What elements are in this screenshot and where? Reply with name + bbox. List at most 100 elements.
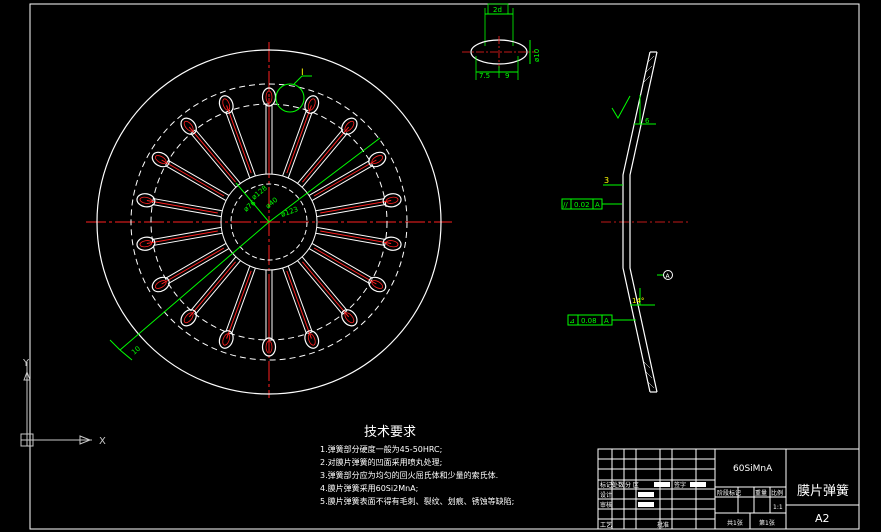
slot-edge (230, 109, 256, 177)
slot-edge (308, 159, 370, 196)
slot-ellipse-inner (139, 196, 153, 204)
tb-label-mark: 标记处数 (600, 481, 624, 489)
slot-edge (301, 133, 348, 188)
notes-item-2: 2.对膜片弹簧的凹面采用喷丸处理; (320, 457, 442, 467)
dim-line-1 (268, 137, 381, 223)
slot-center-line (226, 270, 252, 339)
slot-edge (195, 129, 241, 184)
slot-edge (297, 260, 343, 315)
dim-dia-123: ø123 (280, 205, 299, 219)
ucs-icon (20, 362, 92, 447)
dim-dia-128: ø128 (250, 184, 269, 201)
slot-center-line (146, 230, 218, 245)
detail-leader (293, 75, 303, 85)
slot-ellipse (368, 276, 387, 293)
tb-label-audit: 审核 (600, 501, 612, 509)
tb-label-ratio: 比例 (771, 489, 783, 497)
detail-height: ø10 (533, 49, 541, 62)
slot-edge (301, 256, 348, 311)
notes-item-4: 4.膜片弹簧采用60Si2MnA; (320, 483, 418, 493)
tolerance-frame-bottom: ⊿ 0.08 A (567, 314, 636, 326)
slot-edge (311, 165, 373, 202)
detail-marker: I (301, 68, 304, 78)
slot (180, 256, 241, 327)
slot-ellipse (151, 276, 170, 293)
slot-edge (152, 203, 222, 218)
slot-ellipse (136, 193, 156, 208)
slot-ellipse-inner (307, 98, 316, 111)
tolerance-top-value: 0.02 (574, 201, 590, 209)
slot-edge (153, 232, 223, 246)
tb-label-weight: 重量 (755, 489, 767, 497)
slot-edge (308, 248, 370, 285)
slot-edge (315, 232, 385, 246)
hub-circle (230, 183, 308, 261)
notes-item-3: 3.弹簧部分应为均匀的回火屈氏体和少量的索氏体. (320, 470, 498, 480)
slot-ellipse (382, 236, 402, 251)
slot (297, 256, 358, 327)
inner-circle (220, 173, 318, 271)
notes-item-5: 5.膜片弹簧表面不得有毛刺、裂纹、划痕、锈蚀等缺陷; (320, 496, 514, 506)
notes-item-1: 1.弹簧部分硬度一般为45-50HRC; (320, 444, 442, 454)
drawing-border (29, 3, 860, 530)
slot-ellipse (304, 330, 320, 349)
slot-ellipse (218, 330, 234, 349)
slot-ellipse-inner (154, 155, 167, 164)
slot-edge (316, 226, 386, 241)
slot-ellipse (136, 236, 156, 251)
title-block-fills (638, 482, 706, 507)
slot-ellipse-inner (385, 196, 399, 204)
slot-edge (153, 198, 223, 212)
tb-scale: 1:1 (773, 504, 783, 511)
slot-ellipse (382, 193, 402, 208)
slot-ellipse (180, 309, 197, 327)
slot-edge (225, 111, 251, 179)
slot-center-line (286, 105, 312, 174)
tb-label-process: 工艺 (600, 521, 612, 529)
slot-edge (316, 203, 386, 218)
angle-top-value: 6 (645, 117, 650, 125)
slot-center-line (320, 199, 392, 214)
slot-center-line (320, 230, 392, 245)
slot-center-line (146, 199, 218, 214)
slot (282, 95, 320, 179)
slot-edge (311, 242, 373, 279)
slot (218, 265, 256, 349)
tolerance-top-symbol: // (563, 201, 568, 209)
slot (308, 151, 387, 202)
dim-line-4 (109, 339, 121, 351)
slot (218, 95, 256, 179)
section-hatch (643, 55, 655, 389)
tb-label-design: 设计 (600, 491, 612, 499)
slot-ellipse (151, 151, 170, 168)
tolerance-top-datum: A (595, 201, 600, 209)
pitch-circle (130, 83, 408, 361)
detail-callout-circle (275, 83, 305, 113)
slot-ellipse-inner (344, 120, 355, 132)
thickness-value: 3 (604, 176, 609, 185)
slot (136, 193, 223, 218)
section-profile-outer (622, 51, 651, 393)
slot-edge (190, 133, 237, 188)
slot (136, 226, 223, 251)
dim-line-5 (119, 349, 133, 361)
slot (315, 226, 402, 251)
dim-line-2 (235, 182, 270, 223)
slot-ellipse-inner (139, 240, 153, 248)
slot-ellipse (180, 117, 197, 135)
slot-edge (287, 265, 313, 333)
detail-width: 9 (505, 72, 509, 80)
slot-ellipse (261, 337, 277, 357)
slot-edge (287, 111, 313, 179)
angle-bottom-value: 14° (632, 297, 644, 305)
slot (151, 151, 230, 202)
slot-ellipse (218, 95, 234, 114)
slot-ellipse-inner (385, 240, 399, 248)
datum-circle (663, 270, 673, 280)
slot-ellipse-inner (307, 333, 316, 346)
slot (261, 87, 277, 174)
slot-ellipse-inner (222, 333, 231, 346)
slot-ellipse (304, 95, 320, 114)
slot-ellipse-inner (183, 120, 194, 132)
